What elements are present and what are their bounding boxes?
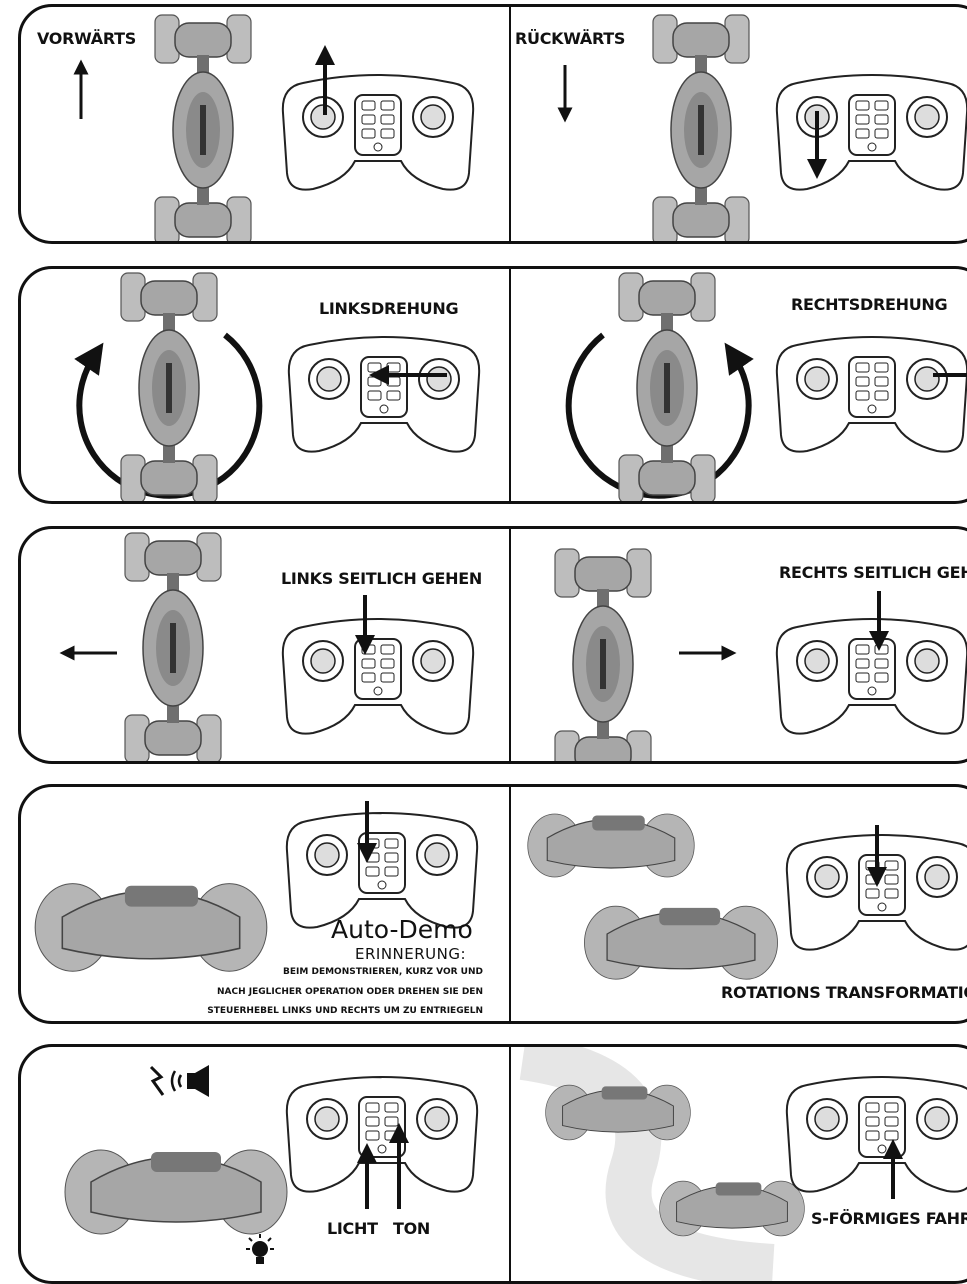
panel-row-3: LINKS SEITLICH GEHEN RECHTS SEITLICH GEH… xyxy=(18,526,967,764)
arrow-left-icon xyxy=(61,643,121,663)
reminder-note-1: BEIM DEMONSTRIEREN, KURZ VOR UND xyxy=(283,967,483,977)
car-icon xyxy=(543,1061,693,1151)
label-rotation-transformation: ROTATIONS TRANSFORMATION xyxy=(721,983,967,1002)
arrow-icon xyxy=(883,1143,903,1203)
arrow-right-icon xyxy=(675,643,735,663)
label-rechtsdrehung: RECHTSDREHUNG xyxy=(791,295,947,314)
remote-icon xyxy=(287,811,477,931)
reminder-note-3: STEUERHEBEL LINKS UND RECHTS UM ZU ENTRI… xyxy=(207,1006,483,1016)
panel-row-4: Auto-Demo ERINNERUNG: BEIM DEMONSTRIEREN… xyxy=(18,784,967,1024)
car-icon xyxy=(123,533,223,763)
car-icon xyxy=(617,273,717,503)
auto-demo-title: Auto-Demo xyxy=(331,915,473,944)
arrow-icon xyxy=(315,49,335,119)
remote-icon xyxy=(283,617,473,737)
remote-icon xyxy=(283,73,473,193)
bulb-icon xyxy=(243,1233,277,1273)
panel-divider xyxy=(509,529,511,761)
arrow-down-icon xyxy=(555,63,575,123)
panel-row-2: LINKSDREHUNG RECHTSDREHUNG xyxy=(18,266,967,504)
label-licht: LICHT xyxy=(327,1219,378,1238)
arrow-icon xyxy=(867,823,887,883)
remote-icon xyxy=(777,73,967,193)
car-icon xyxy=(651,15,751,244)
car-icon xyxy=(657,1157,807,1247)
arrow-icon xyxy=(389,1127,409,1213)
label-vorwaerts: VORWÄRTS xyxy=(37,29,136,48)
arrow-icon xyxy=(357,799,377,859)
panel-row-1: VORWÄRTS RÜCKWÄRTS xyxy=(18,4,967,244)
panel-divider xyxy=(509,7,511,241)
car-icon xyxy=(119,273,219,503)
label-ton: TON xyxy=(393,1219,430,1238)
label-rechts-seitlich: RECHTS SEITLICH GEHEN xyxy=(779,563,967,582)
reminder-heading: ERINNERUNG: xyxy=(355,945,466,963)
arrow-icon xyxy=(357,1147,377,1213)
remote-icon xyxy=(787,1075,967,1195)
car-icon xyxy=(521,793,701,883)
panel-divider xyxy=(509,1047,511,1281)
panel-divider xyxy=(509,787,511,1021)
remote-icon xyxy=(289,335,479,455)
arrow-icon xyxy=(371,365,451,385)
remote-icon xyxy=(777,335,967,455)
arrow-icon xyxy=(807,107,827,177)
car-icon xyxy=(553,549,653,764)
arrow-icon xyxy=(869,589,889,649)
car-icon xyxy=(31,837,271,997)
reminder-note-2: NACH JEGLICHER OPERATION ODER DREHEN SIE… xyxy=(217,987,483,997)
arrow-icon xyxy=(355,593,375,653)
remote-icon xyxy=(287,1075,477,1195)
panel-divider xyxy=(509,269,511,501)
label-linksdrehung: LINKSDREHUNG xyxy=(319,299,458,318)
label-rueckwaerts: RÜCKWÄRTS xyxy=(515,29,625,48)
car-icon xyxy=(581,879,781,989)
arrow-up-icon xyxy=(71,61,91,121)
label-s-foermiges-fahren: S-FÖRMIGES FAHREN xyxy=(811,1209,967,1228)
panel-row-5: LICHT TON S-FÖRMIGES FAHREN xyxy=(18,1044,967,1284)
arrow-icon xyxy=(925,365,967,385)
label-links-seitlich: LINKS SEITLICH GEHEN xyxy=(281,569,482,588)
car-icon xyxy=(153,15,253,244)
